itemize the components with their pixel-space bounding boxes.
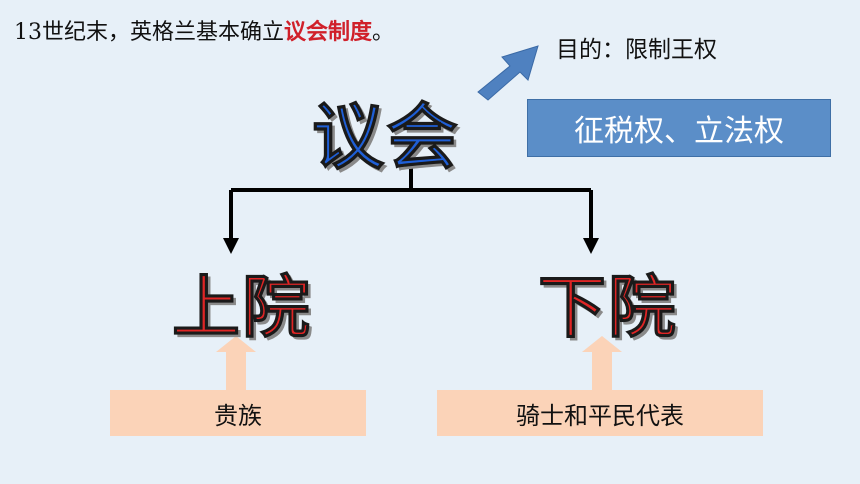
purpose-text: 目的：限制王权 xyxy=(556,37,717,63)
parliament-title: 议会 xyxy=(311,95,461,180)
upper-source-arrow xyxy=(216,336,256,390)
upper-members-box: 贵族 xyxy=(110,390,366,436)
intro-highlight: 议会制度 xyxy=(284,19,373,45)
left-arrowhead xyxy=(223,238,239,254)
right-arrowhead xyxy=(583,238,599,254)
purpose-arrow xyxy=(477,45,539,101)
lower-source-arrow xyxy=(582,336,622,390)
lower-members-box: 骑士和平民代表 xyxy=(437,390,763,436)
powers-box: 征税权、立法权 xyxy=(527,99,831,157)
upper-house-title: 上院 xyxy=(171,269,313,349)
intro-prefix: 13世纪末，英格兰基本确立 xyxy=(14,20,284,45)
lower-house-title: 下院 xyxy=(537,269,679,349)
intro-suffix: 。 xyxy=(372,20,395,45)
intro-text: 13世纪末，英格兰基本确立议会制度。 xyxy=(14,14,394,46)
